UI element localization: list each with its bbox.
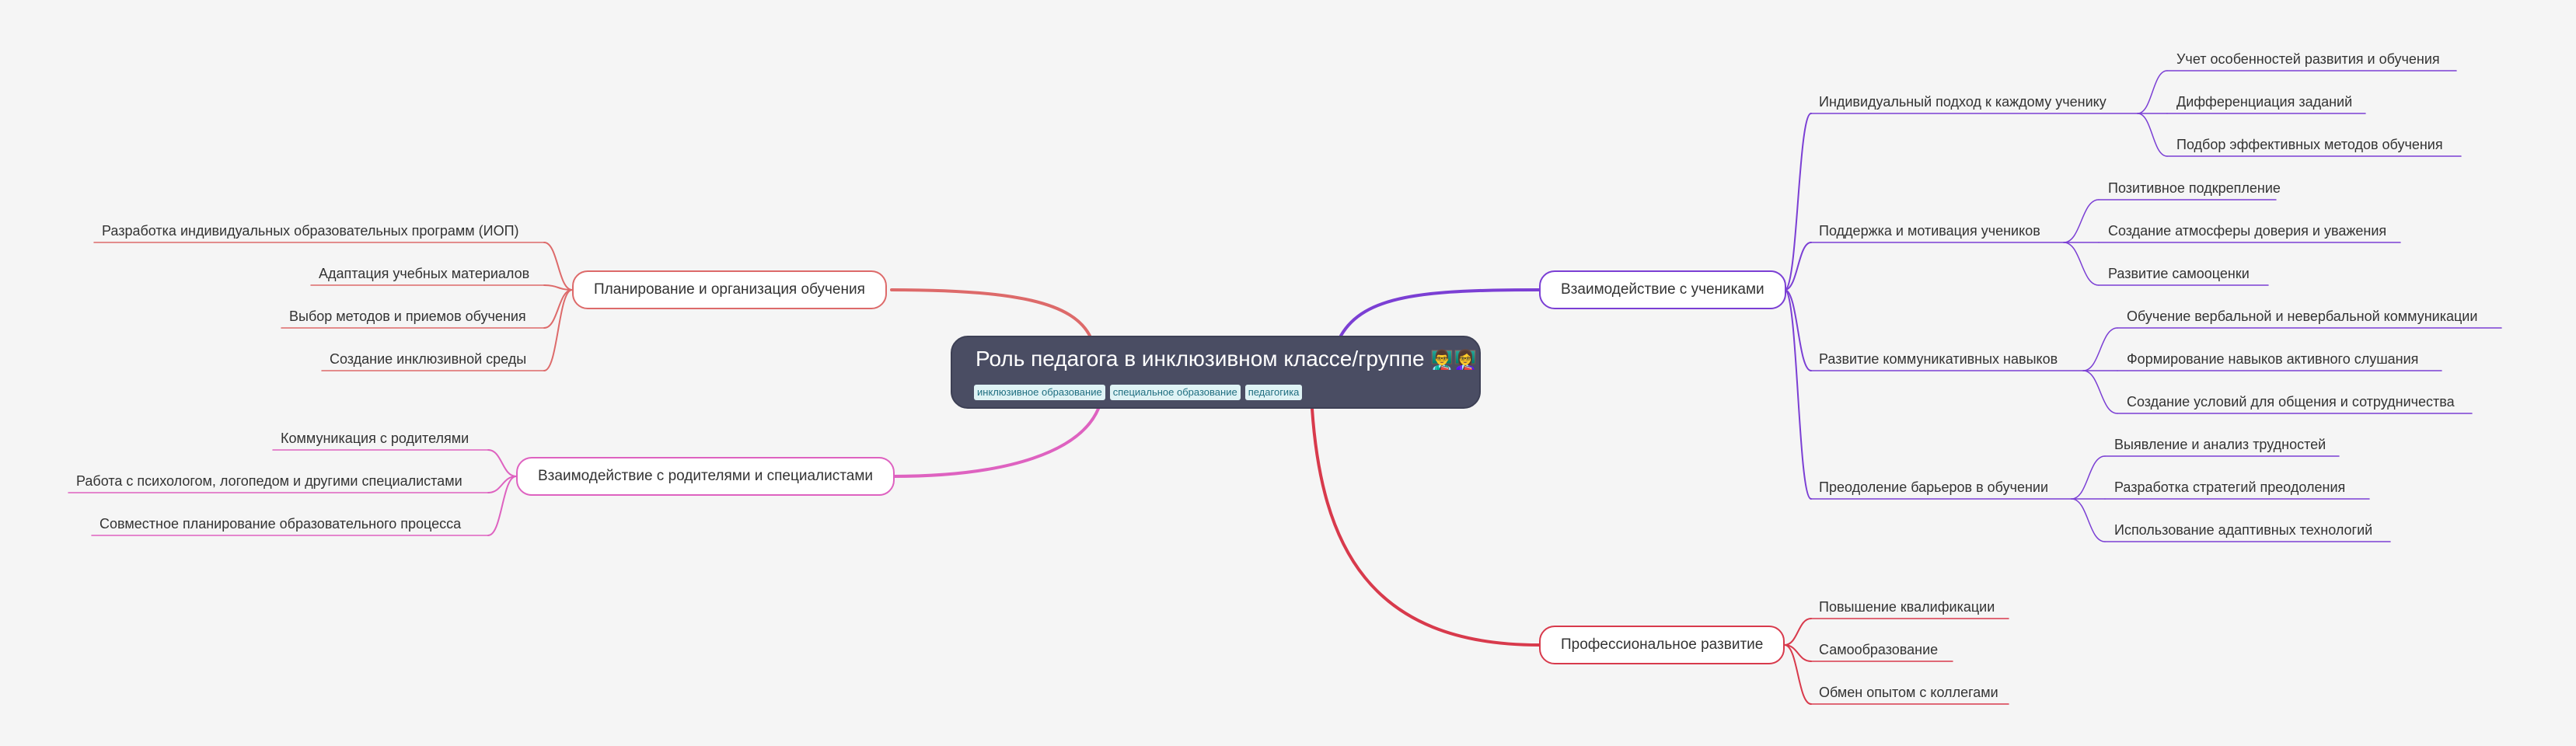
link-root-interaction [1339,288,1541,337]
topic-communication-skills[interactable]: Развитие коммуникативных навыков [1819,351,2058,367]
link-interaction-sub-2-0 [2082,327,2118,371]
branch-planning-organization[interactable]: Планирование и организация обучения [572,270,887,309]
subtopic-self-esteem[interactable]: Развитие самооценки [2108,266,2250,281]
link-interaction-sub-3-2 [2071,498,2106,542]
link-interaction-topic-1 [1784,242,1812,291]
link-interaction-sub-0-0 [2137,70,2168,114]
link-interaction-topic-0 [1784,113,1812,291]
root-title-text: Роль педагога в инклюзивном классе/групп… [976,347,1425,371]
topic-method-selection[interactable]: Выбор методов и приемов обучения [289,309,526,324]
root-tags: инклюзивное образование специальное обра… [974,385,1303,400]
link-parents-topic-0 [487,449,517,477]
branch-parents-specialists[interactable]: Взаимодействие с родителями и специалист… [516,457,895,496]
teacher-emoji-icon: 👨‍🏫👩‍🏫 [1430,350,1478,371]
branch-professional-development[interactable]: Профессиональное развитие [1539,626,1785,664]
subtopic-task-differentiation[interactable]: Дифференциация заданий [2176,94,2353,110]
subtopic-positive-reinforcement[interactable]: Позитивное подкрепление [2108,180,2281,196]
link-planning-topic-2 [543,289,573,329]
link-parents-topic-2 [487,476,517,536]
link-professional-topic-0 [1784,618,1812,646]
subtopic-strategy-development[interactable]: Разработка стратегий преодоления [2114,479,2346,495]
subtopic-cooperation-conditions[interactable]: Создание условий для общения и сотруднич… [2127,394,2455,410]
link-interaction-sub-1-2 [2063,242,2100,286]
subtopic-trust-atmosphere[interactable]: Создание атмосферы доверия и уважения [2108,223,2387,239]
topic-experience-exchange[interactable]: Обмен опытом с коллегами [1819,685,1998,700]
topic-individual-approach[interactable]: Индивидуальный подход к каждому ученику [1819,94,2107,110]
link-interaction-sub-0-2 [2137,113,2168,157]
link-interaction-topic-3 [1784,289,1812,500]
link-interaction-sub-2-2 [2082,370,2118,414]
subtopic-difficulty-analysis[interactable]: Выявление и анализ трудностей [2114,437,2326,452]
topic-overcoming-barriers[interactable]: Преодоление барьеров в обучении [1819,479,2049,495]
tag-inclusive-education[interactable]: инклюзивное образование [974,385,1105,400]
topic-parent-communication[interactable]: Коммуникация с родителями [281,431,469,446]
link-root-planning [890,288,1091,337]
link-interaction-topic-2 [1784,289,1812,371]
link-root-parents [891,407,1100,478]
root-title: Роль педагога в инклюзивном классе/групп… [976,347,1477,371]
topic-qualification[interactable]: Повышение квалификации [1819,599,1995,615]
topic-iep-development[interactable]: Разработка индивидуальных образовательны… [102,223,519,239]
link-planning-topic-3 [543,289,573,371]
link-root-professional [1311,407,1541,647]
subtopic-verbal-nonverbal[interactable]: Обучение вербальной и невербальной комму… [2127,309,2478,324]
link-professional-topic-2 [1784,644,1812,705]
subtopic-active-listening[interactable]: Формирование навыков активного слушания [2127,351,2419,367]
subtopic-effective-methods[interactable]: Подбор эффективных методов обучения [2176,137,2443,152]
link-planning-topic-0 [543,242,573,291]
topic-material-adaptation[interactable]: Адаптация учебных материалов [319,266,530,281]
topic-self-education[interactable]: Самообразование [1819,642,1939,657]
branch-interaction-students[interactable]: Взаимодействие с учениками [1539,270,1786,309]
subtopic-development-features[interactable]: Учет особенностей развития и обучения [2176,51,2440,67]
topic-joint-planning[interactable]: Совместное планирование образовательного… [99,516,462,532]
root-topic[interactable]: Роль педагога в инклюзивном классе/групп… [951,336,1481,409]
topic-specialist-work[interactable]: Работа с психологом, логопедом и другими… [76,473,462,489]
subtopic-adaptive-technologies[interactable]: Использование адаптивных технологий [2114,522,2373,538]
topic-inclusive-environment[interactable]: Создание инклюзивной среды [330,351,527,367]
link-interaction-sub-1-0 [2063,199,2100,243]
tag-special-education[interactable]: специальное образование [1109,385,1241,400]
tag-pedagogy[interactable]: педагогика [1244,385,1303,400]
link-interaction-sub-3-0 [2071,455,2106,500]
topic-support-motivation[interactable]: Поддержка и мотивация учеников [1819,223,2040,239]
